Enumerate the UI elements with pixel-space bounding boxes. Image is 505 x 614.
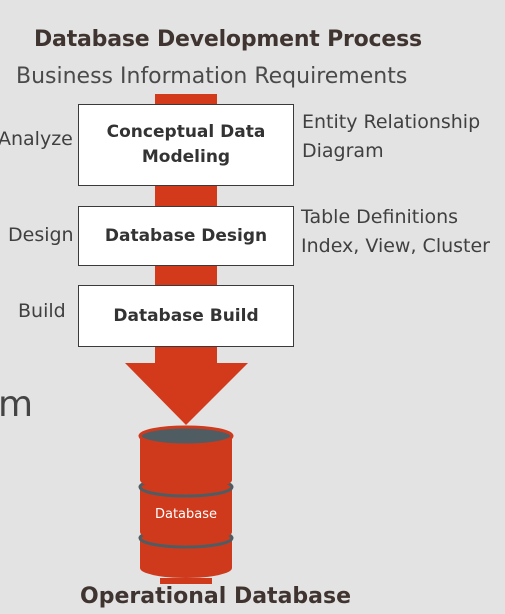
database-build-text: Database Build <box>113 305 259 326</box>
er-diagram-line-2: Diagram <box>302 140 384 162</box>
clipped-background-text: m <box>0 384 34 425</box>
phase-design-label: Design <box>8 224 74 246</box>
er-diagram-output: Entity Relationship Diagram <box>302 108 480 166</box>
operational-database-label: Operational Database <box>80 584 352 609</box>
process-arrow-head <box>125 363 248 425</box>
phase-analyze-label: Analyze <box>0 128 73 150</box>
database-label: Database <box>155 507 217 522</box>
conceptual-modeling-text: Conceptual Data Modeling <box>106 122 266 167</box>
database-build-box: Database Build <box>78 285 294 347</box>
table-definitions-line-2: Index, View, Cluster <box>301 235 490 257</box>
er-diagram-line-1: Entity Relationship <box>302 111 481 133</box>
database-design-text: Database Design <box>104 225 268 246</box>
table-definitions-line-1: Table Definitions <box>301 206 459 228</box>
conceptual-modeling-box: Conceptual Data Modeling <box>78 104 294 186</box>
business-requirements-label: Business Information Requirements <box>16 64 408 89</box>
database-design-box: Database Design <box>78 206 294 266</box>
phase-build-label: Build <box>18 300 66 322</box>
diagram-title: Database Development Process <box>34 27 422 52</box>
table-definitions-output: Table Definitions Index, View, Cluster <box>301 203 490 261</box>
database-cylinder: Database <box>138 425 234 584</box>
